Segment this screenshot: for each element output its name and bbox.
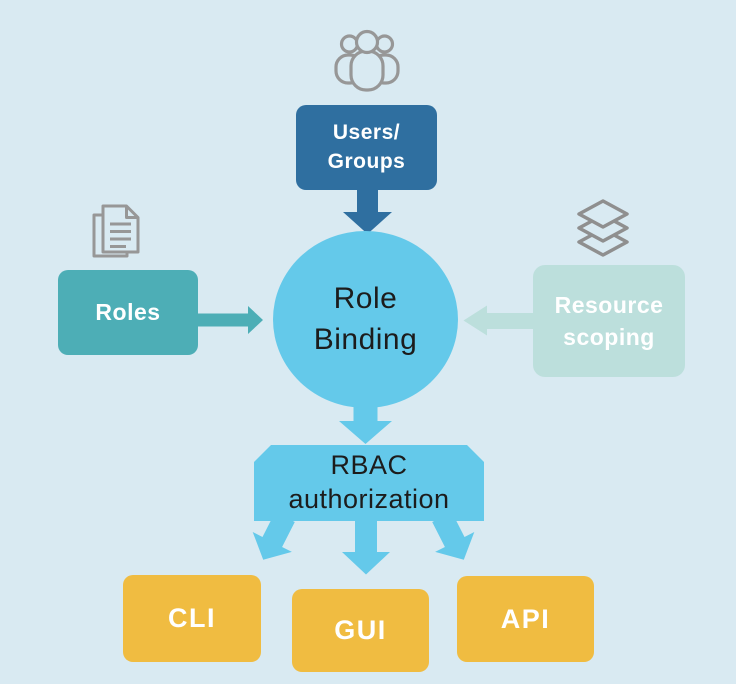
users-group-icon xyxy=(334,29,400,92)
arrow-users-to-role-binding xyxy=(343,185,392,234)
node-resource-scoping: Resource scoping xyxy=(533,265,685,377)
node-api: API xyxy=(457,576,594,662)
node-users-groups: Users/ Groups xyxy=(296,105,437,190)
node-roles: Roles xyxy=(58,270,198,355)
arrow-rbac-to-gui xyxy=(342,516,390,575)
node-role-binding: Role Binding xyxy=(273,231,458,408)
arrow-resource-to-role-binding xyxy=(463,305,540,336)
arrow-roles-to-role-binding xyxy=(190,306,263,334)
node-rbac-authorization: RBAC authorization xyxy=(254,445,484,521)
layers-icon xyxy=(577,199,629,257)
node-gui: GUI xyxy=(292,589,429,672)
documents-icon xyxy=(92,204,140,258)
node-cli: CLI xyxy=(123,575,261,662)
